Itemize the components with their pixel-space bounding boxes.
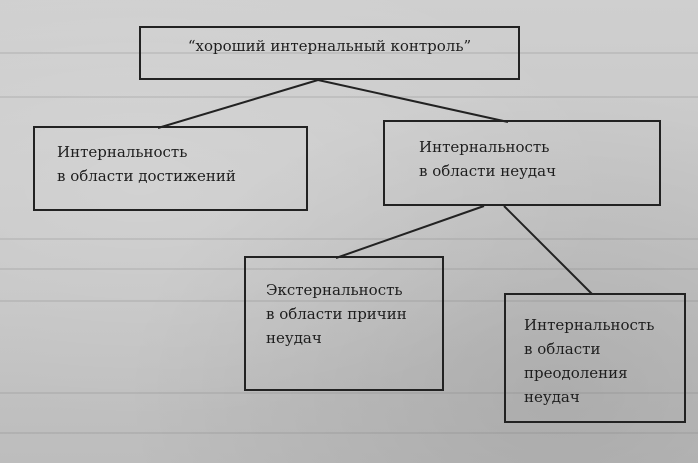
print-bleed-line (0, 300, 698, 302)
external-causes-line-1: Экстернальность (266, 281, 403, 299)
print-bleed-line (0, 392, 698, 394)
failures-box: Интернальность в области неудач (383, 120, 661, 206)
external-causes-line-2: в области причин (266, 305, 407, 323)
external-causes-box: Экстернальность в области причин неудач (244, 256, 444, 391)
connector-failures-to-overcoming (503, 205, 593, 295)
print-bleed-line (0, 432, 698, 434)
print-bleed-line (0, 268, 698, 270)
failures-line-1: Интернальность (419, 138, 550, 156)
print-bleed-line (0, 52, 698, 54)
overcoming-line-4: неудач (524, 388, 580, 406)
achievements-line-1: Интернальность (57, 143, 188, 161)
overcoming-line-2: в области (524, 340, 601, 358)
root-box: “хороший интернальный контроль” (139, 26, 520, 80)
external-causes-line-3: неудач (266, 329, 322, 347)
failures-line-2: в области неудач (419, 162, 557, 180)
connector-root-to-failures (317, 79, 509, 123)
root-text: “хороший интернальный контроль” (187, 37, 472, 55)
connector-failures-to-external-causes (335, 205, 485, 259)
print-bleed-line (0, 238, 698, 240)
overcoming-line-1: Интернальность (524, 316, 655, 334)
overcoming-line-3: преодоления (524, 364, 628, 382)
connector-root-to-achievements (157, 79, 319, 129)
overcoming-box: Интернальность в области преодоления неу… (504, 293, 686, 423)
achievements-line-2: в области достижений (57, 167, 236, 185)
achievements-box: Интернальность в области достижений (33, 126, 308, 211)
print-bleed-line (0, 96, 698, 98)
